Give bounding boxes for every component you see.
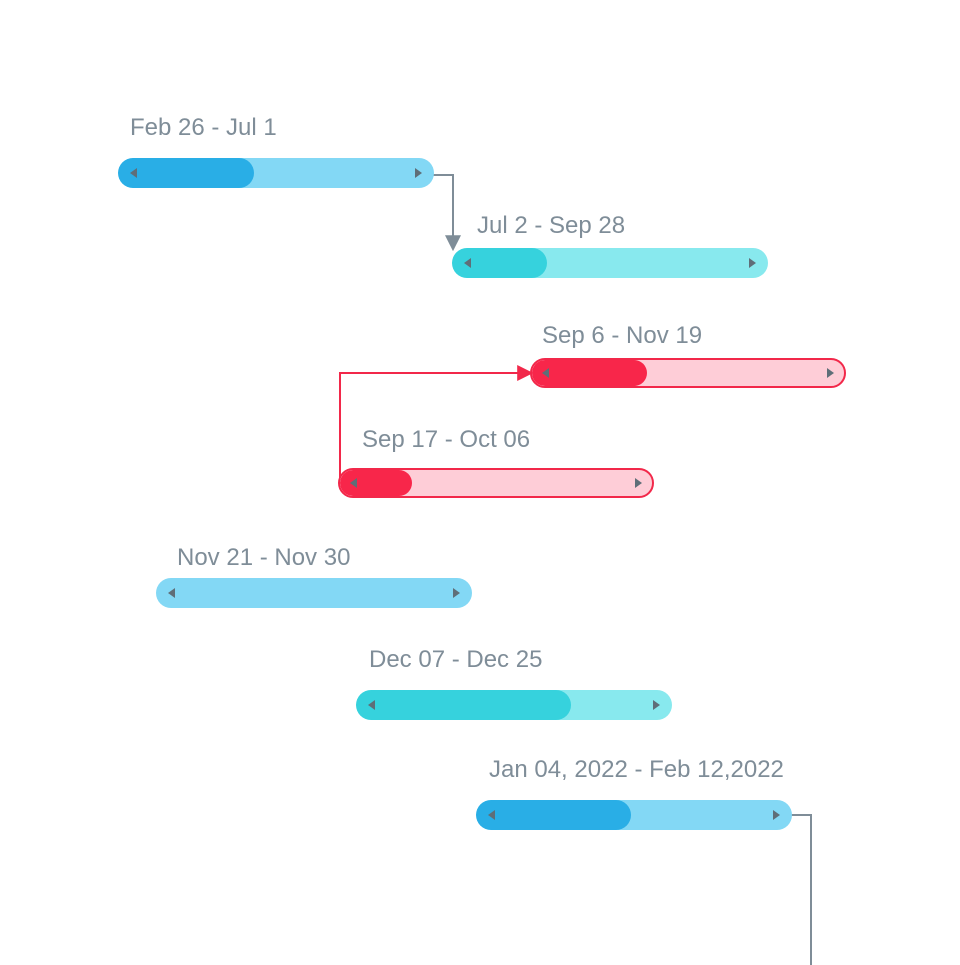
resize-handle-right-icon[interactable] [749,258,756,268]
resize-handle-right-icon[interactable] [827,368,834,378]
task-progress-fill [532,360,648,386]
task-label-t6: Dec 07 - Dec 25 [369,646,543,673]
task-progress-fill [118,158,254,188]
resize-handle-left-icon[interactable] [488,810,495,820]
task-label-t1: Feb 26 - Jul 1 [130,114,277,141]
task-bar-t2[interactable] [452,248,768,278]
task-progress-fill [476,800,631,830]
task-bar-t7[interactable] [476,800,792,830]
resize-handle-right-icon[interactable] [773,810,780,820]
dependency-connector-t1-t2 [433,174,461,252]
resize-handle-left-icon[interactable] [130,168,137,178]
resize-handle-right-icon[interactable] [415,168,422,178]
task-bar-t6[interactable] [356,690,672,720]
resize-handle-right-icon[interactable] [453,588,460,598]
task-label-t3: Sep 6 - Nov 19 [542,322,703,349]
resize-handle-left-icon[interactable] [350,478,357,488]
resize-handle-left-icon[interactable] [542,368,549,378]
dependency-connector-t7-out [791,814,812,965]
resize-handle-left-icon[interactable] [464,258,471,268]
task-label-t2: Jul 2 - Sep 28 [477,212,626,239]
task-label-t7: Jan 04, 2022 - Feb 12,2022 [489,756,784,783]
task-progress-fill [356,690,571,720]
resize-handle-right-icon[interactable] [653,700,660,710]
task-bar-t1[interactable] [118,158,434,188]
task-label-t4: Sep 17 - Oct 06 [362,426,531,453]
task-bar-t3[interactable] [530,358,846,388]
task-bar-t5[interactable] [156,578,472,608]
resize-handle-left-icon[interactable] [168,588,175,598]
task-bar-t4[interactable] [338,468,654,498]
resize-handle-left-icon[interactable] [368,700,375,710]
resize-handle-right-icon[interactable] [635,478,642,488]
task-label-t5: Nov 21 - Nov 30 [177,544,351,571]
